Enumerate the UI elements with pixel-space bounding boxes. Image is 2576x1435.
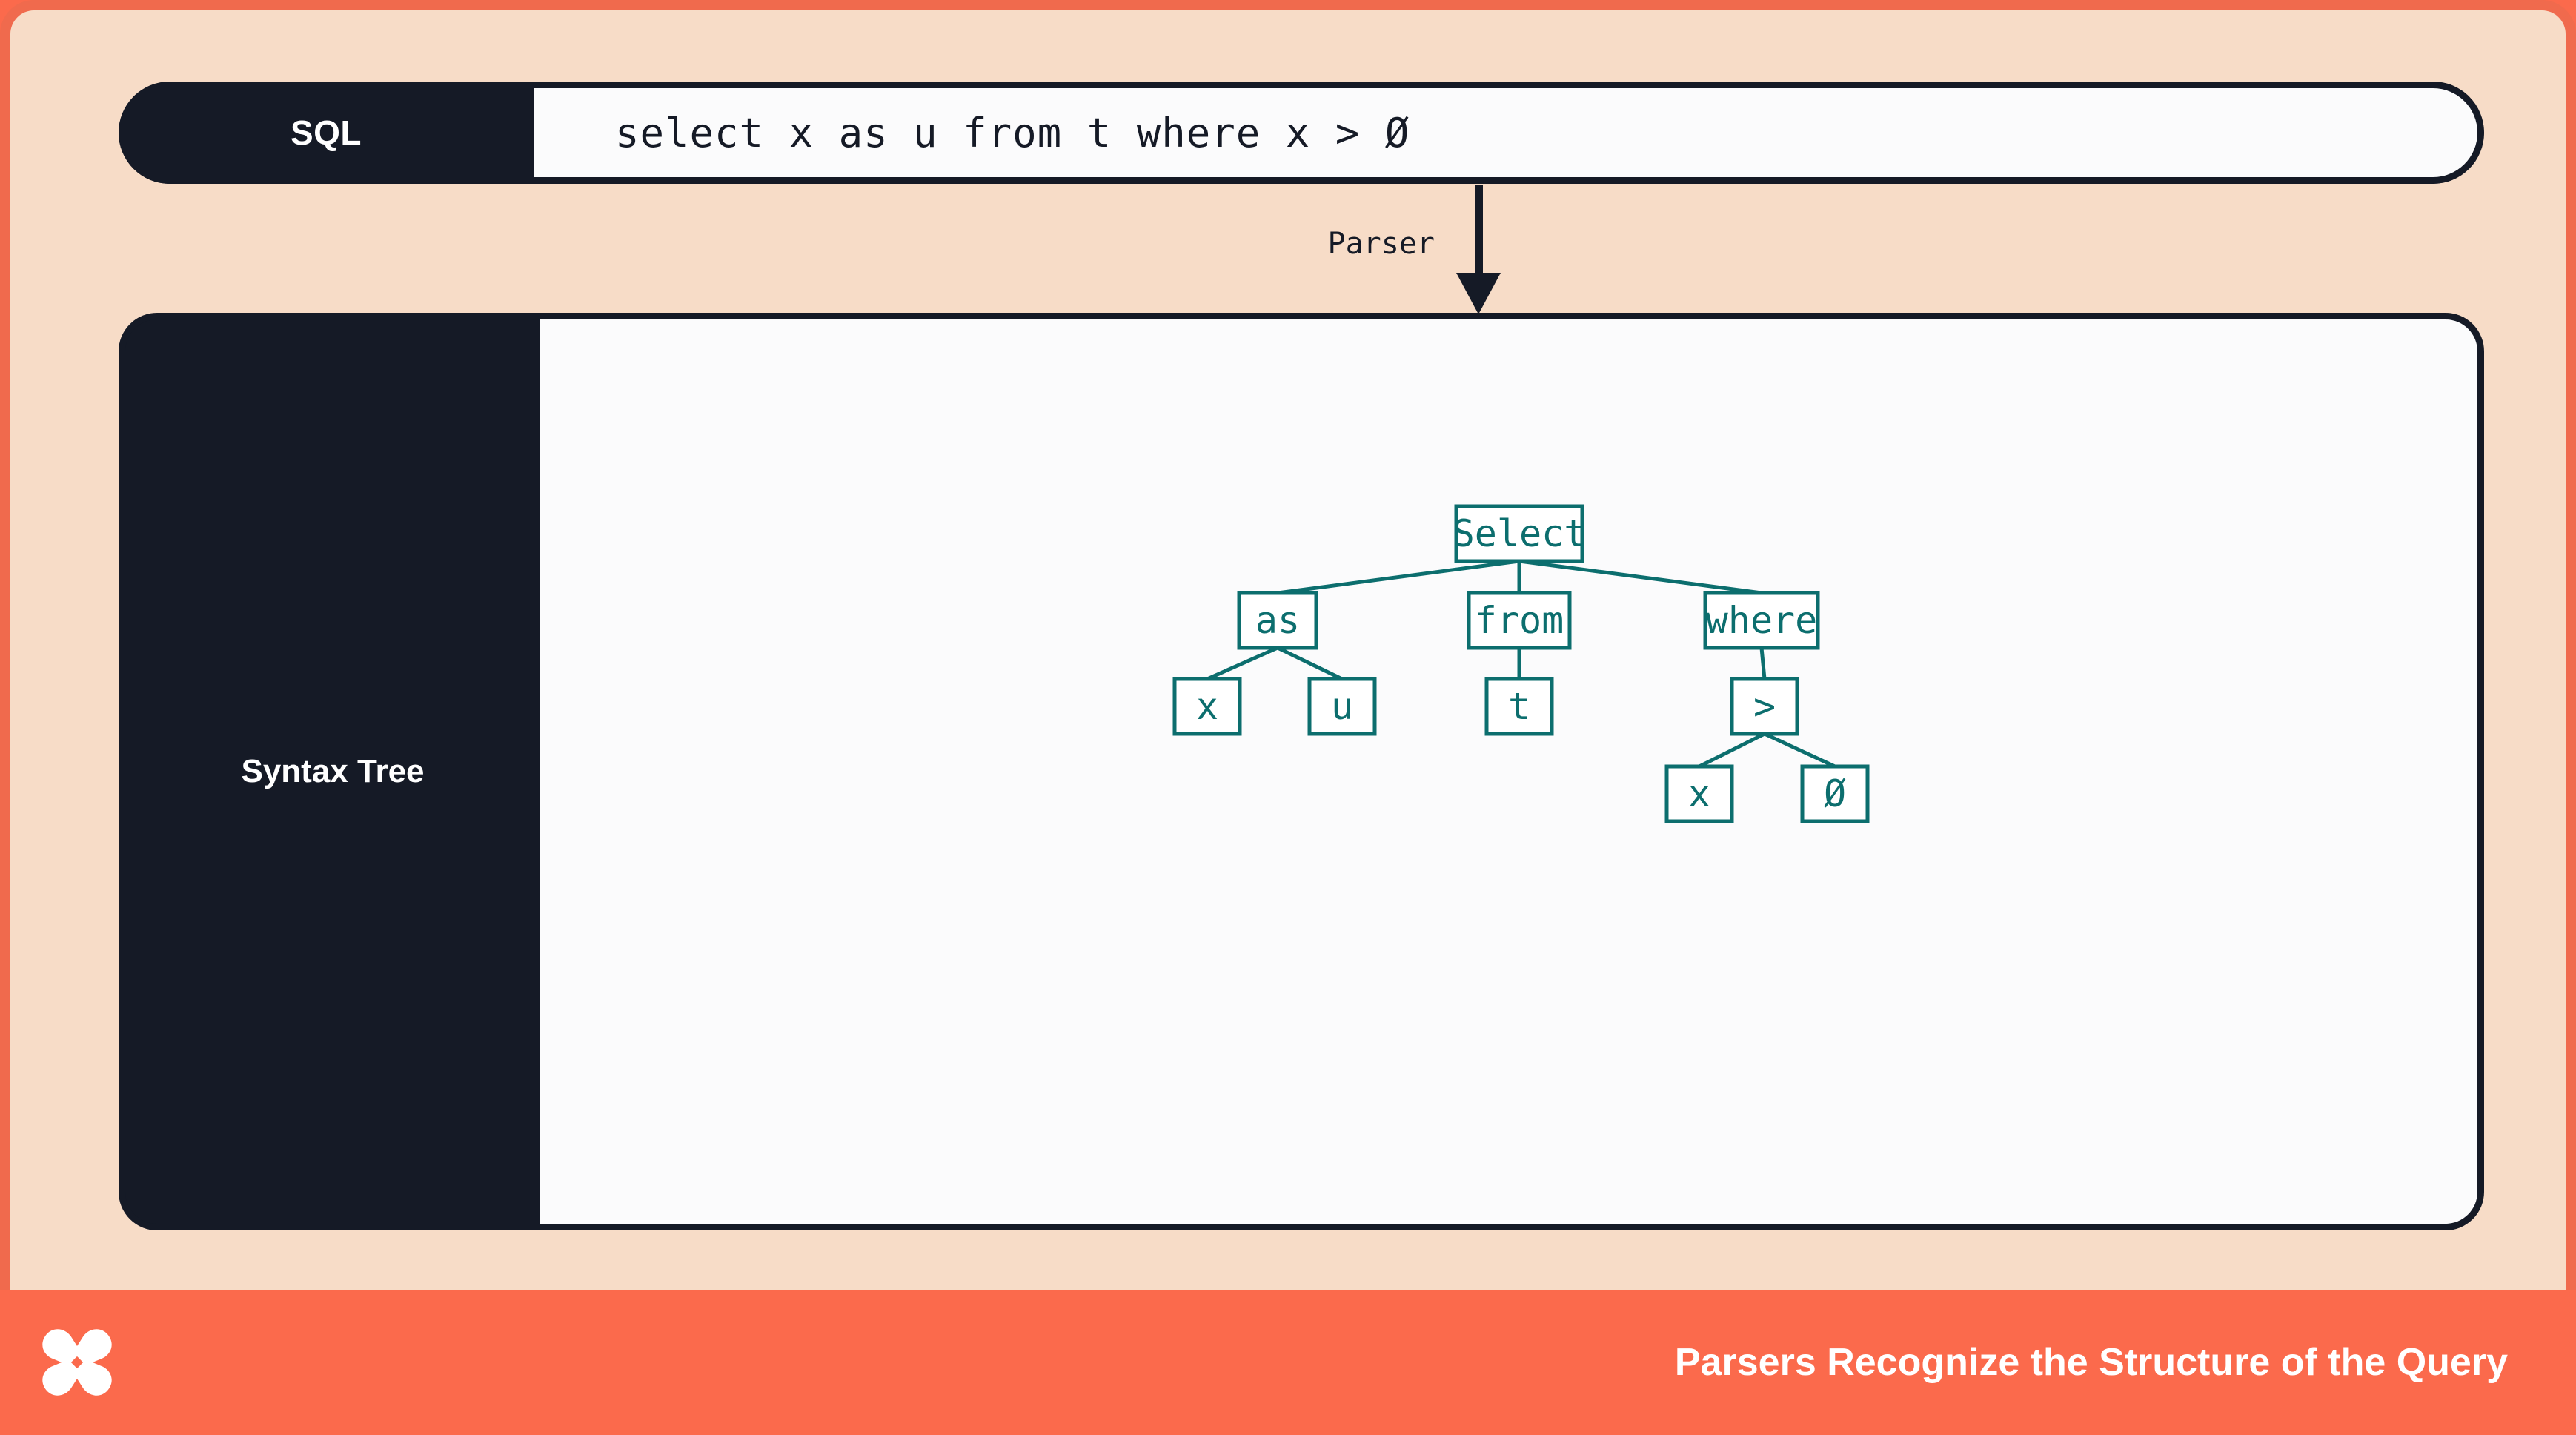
tree-edge [1277,559,1520,595]
tree-node[interactable]: u [1307,677,1377,736]
tree-node-box [1484,677,1554,736]
arrow-down-icon [1456,273,1501,314]
arrow-shaft-icon [1475,185,1483,285]
tree-node[interactable]: > [1730,677,1799,736]
tree-node-box [1664,764,1734,823]
content-card: SQL select x as u from t where x > Ø Par… [0,0,2576,1290]
tree-node[interactable]: t [1484,677,1554,736]
sql-query-text[interactable]: select x as u from t where x > Ø [534,82,2484,184]
tree-node-label: t [1508,685,1530,728]
syntax-tree-label: Syntax Tree [125,319,540,1224]
tree-node-label: as [1255,599,1300,642]
tree-node[interactable]: as [1237,591,1318,650]
tree-node-label: > [1753,685,1776,728]
tree-node[interactable]: x [1172,677,1242,736]
parser-label: Parser [1327,227,1435,261]
tree-node-box [1730,677,1799,736]
sql-row-label: SQL [119,82,534,184]
tree-node-box [1467,591,1572,650]
tree-edge [1759,647,1767,680]
tree-node-label: Ø [1824,772,1846,815]
tree-node-box [1800,764,1870,823]
butterfly-x-logo-icon [42,1329,112,1396]
tree-node-box [1237,591,1318,650]
tree-node-label: u [1331,685,1353,728]
tree-edge [1698,732,1766,769]
tree-edge [1206,646,1279,681]
tree-node[interactable]: x [1664,764,1734,823]
tree-node[interactable]: Select [1453,504,1587,563]
tree-edge [1763,732,1836,769]
sql-input-row[interactable]: SQL select x as u from t where x > Ø [119,82,2484,184]
tree-edge [1276,646,1344,681]
footer-caption: Parsers Recognize the Structure of the Q… [1674,1341,2508,1384]
tree-node[interactable]: from [1467,591,1572,650]
tree-node-label: from [1475,599,1564,642]
tree-node-box [1703,591,1820,650]
tree-node-box [1454,504,1584,563]
tree-node-label: Select [1453,512,1587,555]
tree-node[interactable]: Ø [1800,764,1870,823]
tree-node-box [1172,677,1242,736]
tree-node-label: x [1196,685,1218,728]
tree-node-label: where [1706,599,1818,642]
tree-node-label: x [1688,772,1710,815]
tree-node[interactable]: where [1703,591,1820,650]
tree-node-box [1307,677,1377,736]
parser-transition: Parser [1270,185,1715,316]
tree-edge [1518,559,1762,595]
footer-bar: Parsers Recognize the Structure of the Q… [0,1290,2576,1435]
